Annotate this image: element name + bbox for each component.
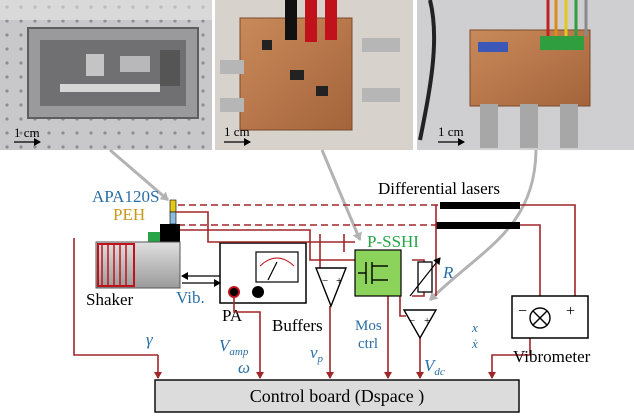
pointer-buffers: [428, 149, 538, 302]
apa-element: [169, 199, 177, 213]
resistor: [409, 257, 441, 297]
resistor-label: R: [442, 263, 454, 282]
shaker-label: Shaker: [86, 290, 134, 309]
scale-label-middle: 1 cm: [224, 124, 250, 139]
photo-housing: [0, 0, 212, 150]
peh-label: PEH: [113, 205, 145, 224]
svg-text:+: +: [336, 275, 342, 287]
p-sshi-block: [354, 249, 402, 297]
power-amplifier: [219, 242, 307, 304]
x-dot-label: ẋ: [471, 336, 478, 351]
apa-label: APA120S: [92, 187, 159, 206]
shaker: [95, 241, 181, 289]
control-board: [154, 379, 520, 413]
vibrometer-plus: +: [566, 303, 575, 320]
vibrometer-label: Vibrometer: [513, 347, 591, 366]
buffer-amp: − +: [314, 267, 348, 308]
scale-label-left: 1 cm: [14, 125, 40, 140]
vibrometer-minus: −: [518, 303, 527, 320]
v-p-label: vp: [310, 343, 324, 365]
vdc-buffer-amp: − +: [402, 309, 438, 340]
mos-ctrl-label-1: Mos: [355, 318, 382, 334]
p-sshi-label: P-SSHI: [367, 232, 419, 251]
peh-element: [169, 211, 177, 225]
control-board-label: Control board (Dspace ): [250, 386, 424, 407]
vib-label: Vib.: [176, 288, 205, 307]
pointer-sshi: [320, 149, 362, 241]
photo-buffer-board: [417, 0, 634, 150]
gamma-label: γ: [146, 330, 154, 349]
differential-lasers-label: Differential lasers: [378, 179, 500, 198]
pointer-housing: [109, 148, 169, 202]
v-dc-label: Vdc: [424, 356, 445, 378]
mos-ctrl-label-2: ctrl: [358, 336, 378, 352]
svg-text:+: +: [424, 315, 430, 327]
scale-label-right: 1 cm: [438, 124, 464, 139]
laser-top: [440, 202, 520, 209]
pa-label: PA: [222, 306, 243, 325]
vibrometer: [511, 295, 589, 339]
photo-sshi-board: [215, 0, 413, 150]
laser-bottom: [436, 222, 520, 229]
svg-text:−: −: [409, 315, 415, 327]
omega-label: ω: [238, 358, 250, 377]
v-amp-label: Vamp: [219, 336, 249, 358]
buffers-label: Buffers: [272, 316, 323, 335]
svg-text:−: −: [322, 275, 328, 287]
x-label: x: [471, 320, 478, 335]
